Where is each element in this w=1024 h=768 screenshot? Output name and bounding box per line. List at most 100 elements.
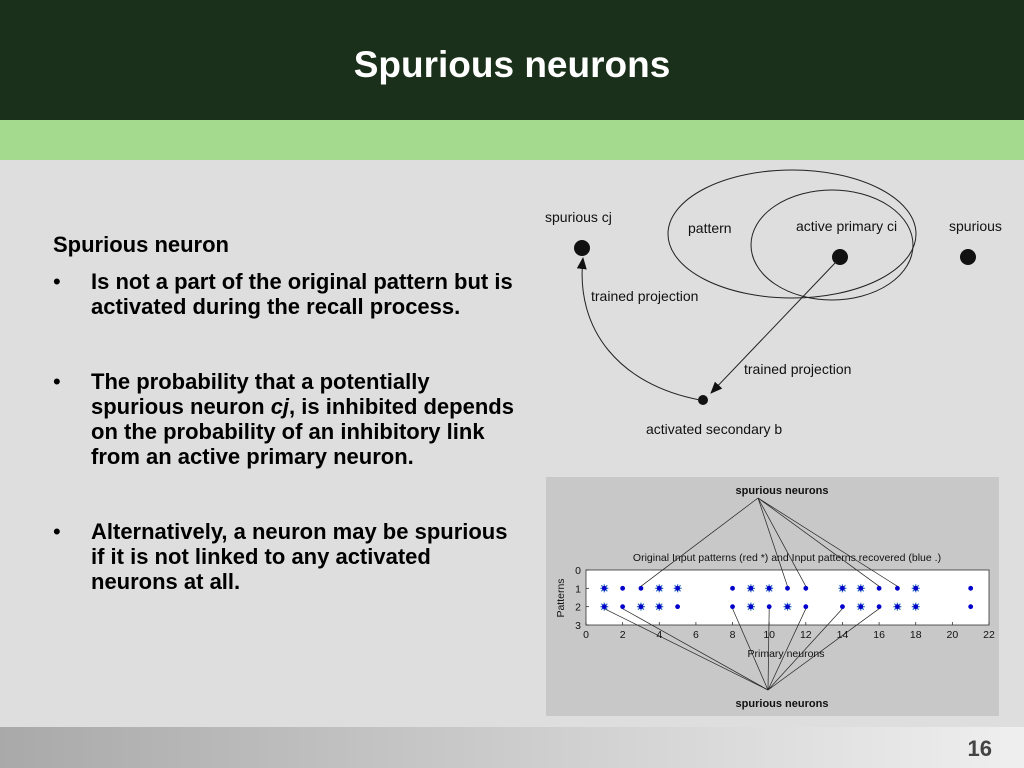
text-block: Spurious neuron • Is not a part of the o… xyxy=(53,232,523,594)
x-tick-label: 10 xyxy=(763,629,775,641)
leader-line xyxy=(767,608,880,691)
recovered-dot-marker xyxy=(748,604,754,610)
plot-area xyxy=(585,569,990,626)
x-tick-label: 8 xyxy=(730,629,736,641)
leader-line xyxy=(757,497,807,587)
slide-title: Spurious neurons xyxy=(353,44,671,85)
accent-band xyxy=(0,120,1024,160)
x-tick-label: 0 xyxy=(583,629,589,641)
leader-line xyxy=(604,608,769,691)
bottom-annotation: spurious neurons xyxy=(736,698,829,710)
leader-line xyxy=(757,497,898,587)
section-heading: Spurious neuron xyxy=(53,232,229,257)
recovered-dot-marker xyxy=(638,585,644,591)
recovered-dot-marker xyxy=(601,604,607,610)
leader-line xyxy=(757,497,880,587)
y-tick-label: 0 xyxy=(575,565,581,577)
recovered-dot-marker xyxy=(895,604,900,610)
pattern-plot: spurious neurons spurious neurons Origin… xyxy=(546,477,999,716)
recovered-dot-marker xyxy=(656,585,662,591)
recovered-dot-marker xyxy=(785,585,790,591)
recovered-dot-marker xyxy=(601,585,607,591)
x-tick-label: 20 xyxy=(947,629,959,641)
spurious-neuron xyxy=(960,249,976,265)
recovered-dot-marker xyxy=(968,604,974,610)
bullet-3: • Alternatively, a neuron may be spuriou… xyxy=(53,519,523,594)
recovered-dot-marker xyxy=(840,604,845,610)
recovered-dot-marker xyxy=(675,604,680,610)
bullet-1-text: Is not a part of the original pattern bu… xyxy=(91,269,513,319)
data-points xyxy=(600,584,974,611)
leader-line xyxy=(757,497,788,587)
footer-bar: 16 xyxy=(0,727,1024,768)
recovered-dot-marker xyxy=(766,585,772,591)
recovered-dot-marker xyxy=(858,604,864,610)
x-tick-label: 6 xyxy=(693,629,699,641)
bullet-2-text-after: , is inhibited depends on the probabilit… xyxy=(91,394,514,469)
x-tick-label: 4 xyxy=(656,629,662,641)
recovered-dot-marker xyxy=(895,585,900,591)
recovered-dot-marker xyxy=(913,585,919,591)
bullet-marker: • xyxy=(53,269,61,294)
active-primary-ellipse xyxy=(750,189,914,301)
secondary-neuron xyxy=(698,395,708,405)
bullet-marker: • xyxy=(53,519,61,544)
recovered-dot-marker xyxy=(638,604,644,610)
page-number: 16 xyxy=(967,736,992,761)
recovered-dot-marker xyxy=(766,604,772,610)
chart-title: Original Input patterns (red *) and Inpu… xyxy=(633,552,941,564)
leader-lines xyxy=(604,497,898,691)
bullet-2: • The probability that a potentially spu… xyxy=(53,369,523,469)
bullet-marker: • xyxy=(53,369,61,394)
x-tick-label: 14 xyxy=(837,629,849,641)
projection-to-b xyxy=(710,261,837,394)
x-tick-label: 12 xyxy=(800,629,812,641)
active-primary-neuron xyxy=(832,249,848,265)
recovered-dot-marker xyxy=(785,604,790,610)
x-tick-label: 18 xyxy=(910,629,922,641)
recovered-dot-marker xyxy=(913,604,919,610)
label-trained-projection-1: trained projection xyxy=(591,288,698,304)
label-spurious: spurious xyxy=(949,218,1002,234)
y-tick-label: 3 xyxy=(575,620,581,632)
neuron-diagram: spurious cj pattern active primary ci sp… xyxy=(545,169,1002,437)
recovered-dot-marker xyxy=(876,585,882,591)
recovered-dot-marker xyxy=(876,604,882,610)
y-tick-label: 1 xyxy=(575,583,581,595)
bullet-2-italic: cj xyxy=(270,394,290,419)
label-pattern: pattern xyxy=(688,220,732,236)
bullet-2-text-before: The probability that a potentially spuri… xyxy=(91,369,430,419)
y-axis-label: Patterns xyxy=(555,578,567,617)
pattern-ellipse xyxy=(667,169,917,299)
leader-line xyxy=(767,608,807,691)
leader-line xyxy=(622,608,769,691)
label-active-primary-ci: active primary ci xyxy=(796,218,897,234)
x-axis-label: Primary neurons xyxy=(747,648,824,660)
x-tick-label: 2 xyxy=(620,629,626,641)
label-spurious-cj: spurious cj xyxy=(545,209,612,225)
leader-line xyxy=(732,608,769,691)
recovered-dot-marker xyxy=(620,585,626,591)
title-bar: Spurious neurons xyxy=(0,0,1024,120)
recovered-dot-marker xyxy=(803,585,809,591)
recovered-dot-marker xyxy=(803,604,809,610)
x-tick-label: 16 xyxy=(873,629,885,641)
recovered-dot-marker xyxy=(675,585,680,591)
top-annotation: spurious neurons xyxy=(736,485,829,497)
leader-line xyxy=(767,608,843,691)
bullet-3-text: Alternatively, a neuron may be spurious … xyxy=(91,519,508,594)
leader-line xyxy=(640,497,759,587)
label-trained-projection-2: trained projection xyxy=(744,361,851,377)
projection-to-cj xyxy=(576,257,701,401)
recovered-dot-marker xyxy=(858,585,864,591)
recovered-dot-marker xyxy=(620,604,626,610)
plot-svg: spurious neurons spurious neurons Origin… xyxy=(555,485,995,710)
x-tick-label: 22 xyxy=(983,629,995,641)
recovered-dot-marker xyxy=(730,585,735,591)
recovered-dot-marker xyxy=(840,585,845,591)
label-activated-secondary-b: activated secondary b xyxy=(646,421,782,437)
y-tick-label: 2 xyxy=(575,602,581,614)
spurious-cj-neuron xyxy=(574,240,590,256)
bullet-1: • Is not a part of the original pattern … xyxy=(53,269,523,319)
